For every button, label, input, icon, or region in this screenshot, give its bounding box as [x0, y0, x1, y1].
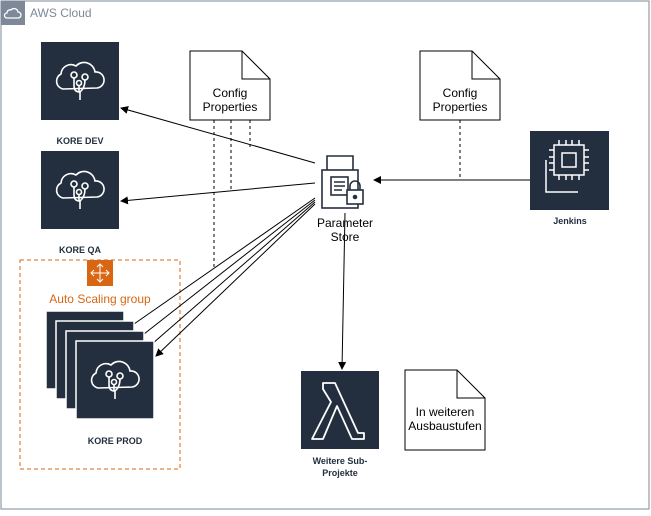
arrow-to-prod-1 — [133, 197, 316, 325]
arrow-to-sub-projects — [338, 212, 347, 370]
sub-projects-line2: Projekte — [322, 468, 358, 478]
config-dashed-links — [213, 120, 461, 268]
future-note-label: In weiteren Ausbaustufen — [405, 405, 485, 433]
ec2-instance-chip-icon — [545, 140, 589, 193]
auto-scaling-group-label: Auto Scaling group — [49, 292, 151, 306]
parameter-store-icon — [321, 155, 364, 209]
kore-qa-label: KORE QA — [58, 245, 101, 255]
config-right-line2: Properties — [432, 100, 488, 114]
cloud-icon — [1, 1, 25, 25]
config-right-line1: Config — [442, 86, 478, 100]
auto-scaling-icon — [87, 260, 113, 286]
config-left-line2: Properties — [202, 100, 258, 114]
arrow-to-prod-2 — [143, 199, 316, 335]
sub-projects-node — [301, 371, 379, 449]
parameter-store-label: Parameter Store — [300, 216, 390, 244]
sub-projects-label: Weitere Sub- Projekte — [290, 455, 390, 479]
sub-projects-line1: Weitere Sub- — [312, 456, 368, 466]
future-stages-doc — [404, 369, 486, 451]
config-right-label: Config Properties — [420, 86, 500, 114]
arrow-to-kore-dev — [120, 106, 316, 164]
aws-cloud-title: AWS Cloud — [30, 6, 92, 20]
arrow-to-kore-qa — [120, 182, 316, 205]
config-properties-doc-left — [189, 50, 271, 121]
config-left-line1: Config — [212, 86, 248, 100]
kore-prod-label: KORE PROD — [87, 436, 143, 446]
kore-qa-node — [41, 151, 119, 229]
elastic-beanstalk-tree-icon — [90, 360, 140, 399]
kore-dev-label: KORE DEV — [56, 136, 104, 146]
config-properties-doc-right — [419, 50, 501, 121]
lambda-icon — [311, 382, 365, 440]
future-note-line1: In weiteren — [415, 405, 475, 419]
arrow-to-prod-4 — [155, 203, 316, 357]
elastic-beanstalk-tree-icon — [55, 61, 105, 100]
future-note-line2: Ausbaustufen — [408, 419, 482, 433]
kore-dev-node — [41, 42, 119, 120]
jenkins-node — [530, 131, 609, 210]
arrow-to-prod-3 — [151, 201, 316, 345]
kore-prod-stack — [45, 310, 155, 420]
config-left-label: Config Properties — [190, 86, 270, 114]
elastic-beanstalk-tree-icon — [55, 170, 105, 209]
parameter-store-line1: Parameter — [316, 216, 374, 230]
parameter-store-line2: Store — [330, 230, 360, 244]
arrows — [120, 106, 530, 370]
jenkins-label: Jenkins — [553, 216, 587, 226]
